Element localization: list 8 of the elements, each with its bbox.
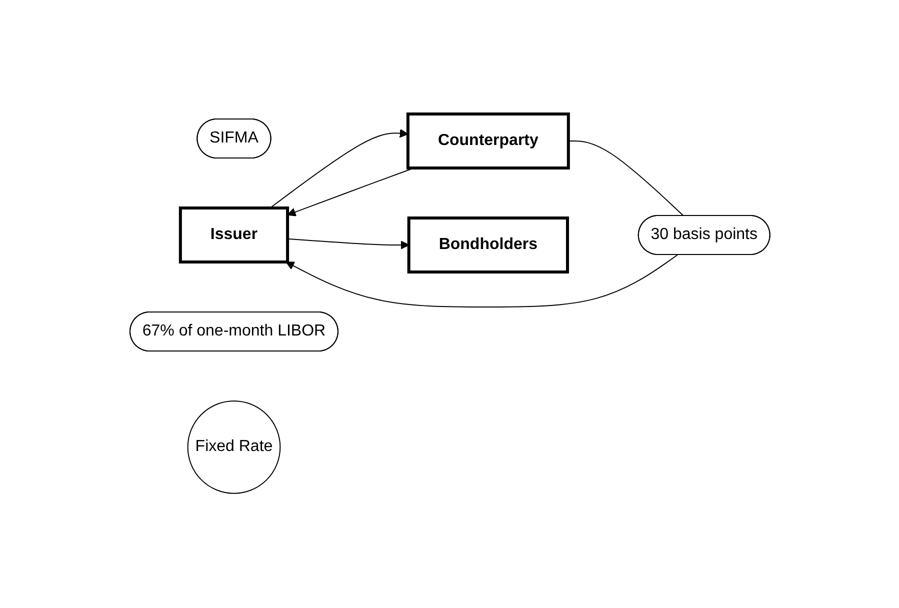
arrow [269, 129, 408, 209]
node-box: Counterparty [406, 112, 570, 170]
node-box: Issuer [178, 206, 289, 264]
arrow [286, 238, 409, 250]
connector [567, 140, 684, 217]
node-circle: Fixed Rate [186, 400, 280, 494]
node-box: Bondholders [406, 216, 569, 274]
arrow [285, 254, 678, 308]
